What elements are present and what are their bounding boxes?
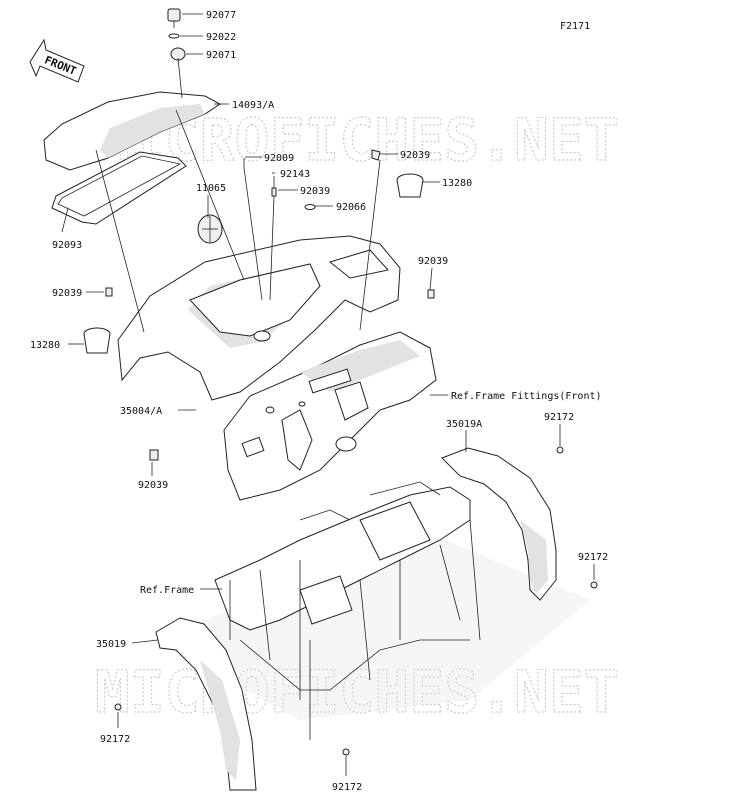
fastener-92077	[167, 8, 181, 28]
callout-92039-e: 92039	[138, 480, 168, 491]
callout-92172-b: 92172	[578, 552, 608, 563]
callout-92009: 92009	[264, 153, 294, 164]
callout-92039-a: 92039	[400, 150, 430, 161]
callout-92172-d: 92172	[332, 782, 362, 793]
callout-13280-a: 13280	[442, 178, 472, 189]
washer-92022	[168, 33, 180, 39]
callout-92066: 92066	[336, 202, 366, 213]
callout-92039-d: 92039	[52, 288, 82, 299]
fender-35019	[155, 617, 257, 791]
callout-11065: 11065	[196, 183, 226, 194]
callout-92039-b: 92039	[300, 186, 330, 197]
callout-92077: 92077	[206, 10, 236, 21]
callout-92143: 92143	[280, 169, 310, 180]
callout-92039-c: 92039	[418, 256, 448, 267]
callout-ref-frame-fittings: Ref.Frame Fittings(Front)	[451, 391, 602, 402]
hardware-small	[105, 149, 598, 756]
callout-35019: 35019	[96, 639, 126, 650]
callout-ref-frame: Ref.Frame	[140, 585, 194, 596]
fender-35019A	[441, 447, 557, 601]
leader-lines	[61, 13, 595, 776]
callout-14093: 14093/A	[232, 100, 274, 111]
callout-labels: 92077 92022 92071 14093/A 92009 92039 11…	[30, 10, 608, 793]
callout-13280-b: 13280	[30, 340, 60, 351]
callout-92093: 92093	[52, 240, 82, 251]
callout-92071: 92071	[206, 50, 236, 61]
cup-holder-13280-right	[396, 173, 424, 198]
figure-code: F2171	[560, 21, 590, 32]
cup-holder-13280-left	[83, 327, 111, 354]
dash-panel-lower	[223, 331, 437, 501]
emblem-11065	[197, 214, 223, 244]
dash-cover-35004	[117, 235, 401, 401]
callout-35019A: 35019A	[446, 419, 482, 430]
callout-92172-a: 92172	[544, 412, 574, 423]
frame-assembly	[158, 481, 590, 740]
callout-92022: 92022	[206, 32, 236, 43]
callout-92172-c: 92172	[100, 734, 130, 745]
seal-92093	[51, 151, 187, 225]
front-direction-arrow: FRONT	[29, 38, 85, 83]
callout-35004: 35004/A	[120, 406, 162, 417]
